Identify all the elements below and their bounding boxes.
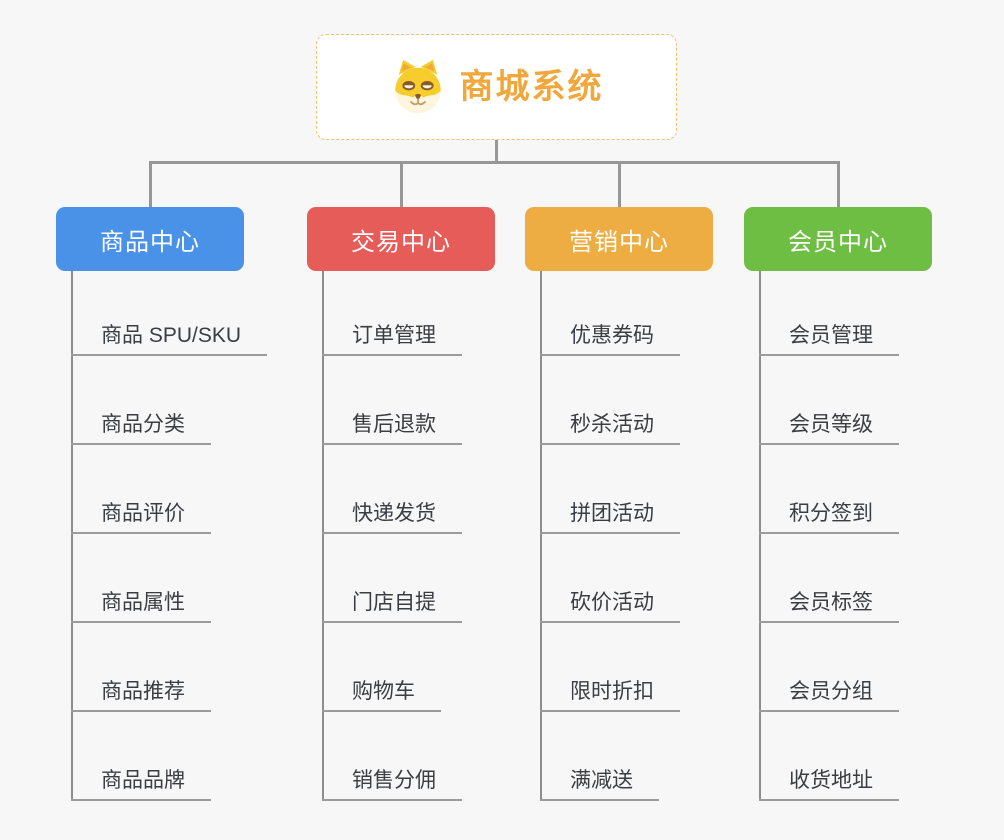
- branch-label: 营销中心: [569, 228, 669, 256]
- branch-box-member-center[interactable]: 会员中心: [744, 207, 932, 271]
- leaf-item-trade-center-5[interactable]: 销售分佣: [322, 770, 462, 801]
- leaf-item-product-center-0[interactable]: 商品 SPU/SKU: [71, 325, 268, 356]
- branch-box-product-center[interactable]: 商品中心: [56, 207, 244, 271]
- leaf-item-trade-center-3[interactable]: 门店自提: [322, 592, 462, 623]
- leaf-item-marketing-center-1[interactable]: 秒杀活动: [540, 414, 680, 445]
- branch-drop-line-0: [148, 161, 152, 207]
- leaf-item-trade-center-0[interactable]: 订单管理: [322, 325, 462, 356]
- branch-box-marketing-center[interactable]: 营销中心: [525, 207, 713, 271]
- leaf-item-trade-center-1[interactable]: 售后退款: [322, 414, 462, 445]
- branch-drop-line-1: [399, 161, 403, 207]
- root-node[interactable]: 商城系统: [316, 34, 677, 140]
- leaf-item-member-center-2[interactable]: 积分签到: [759, 503, 899, 534]
- branch-label: 交易中心: [351, 228, 451, 256]
- root-stem-line: [495, 140, 498, 164]
- branch-spine-line-product-center: [71, 271, 73, 801]
- leaf-item-marketing-center-0[interactable]: 优惠券码: [540, 325, 680, 356]
- leaf-item-member-center-1[interactable]: 会员等级: [759, 414, 899, 445]
- branch-drop-line-2: [617, 161, 621, 207]
- branch-spine-line-member-center: [759, 271, 761, 801]
- leaf-item-product-center-2[interactable]: 商品评价: [71, 503, 211, 534]
- branch-drop-line-3: [836, 161, 840, 207]
- leaf-item-marketing-center-5[interactable]: 满减送: [540, 770, 659, 801]
- branch-spine-line-trade-center: [322, 271, 324, 801]
- leaf-item-member-center-3[interactable]: 会员标签: [759, 592, 899, 623]
- leaf-item-product-center-1[interactable]: 商品分类: [71, 414, 211, 445]
- branch-spine-line-marketing-center: [540, 271, 542, 801]
- branch-label: 会员中心: [788, 228, 888, 256]
- leaf-item-trade-center-4[interactable]: 购物车: [322, 681, 441, 712]
- leaf-item-trade-center-2[interactable]: 快递发货: [322, 503, 462, 534]
- leaf-item-product-center-3[interactable]: 商品属性: [71, 592, 211, 623]
- branch-box-trade-center[interactable]: 交易中心: [307, 207, 495, 271]
- leaf-item-product-center-4[interactable]: 商品推荐: [71, 681, 211, 712]
- doge-icon: [394, 59, 441, 114]
- leaf-item-marketing-center-2[interactable]: 拼团活动: [540, 503, 680, 534]
- leaf-item-marketing-center-3[interactable]: 砍价活动: [540, 592, 680, 623]
- leaf-item-member-center-0[interactable]: 会员管理: [759, 325, 899, 356]
- branch-bus-line: [148, 161, 840, 164]
- branch-label: 商品中心: [100, 228, 200, 256]
- leaf-item-member-center-5[interactable]: 收货地址: [759, 770, 899, 801]
- leaf-item-marketing-center-4[interactable]: 限时折扣: [540, 681, 680, 712]
- leaf-item-product-center-5[interactable]: 商品品牌: [71, 770, 211, 801]
- leaf-item-member-center-4[interactable]: 会员分组: [759, 681, 899, 712]
- root-title: 商城系统: [459, 68, 604, 106]
